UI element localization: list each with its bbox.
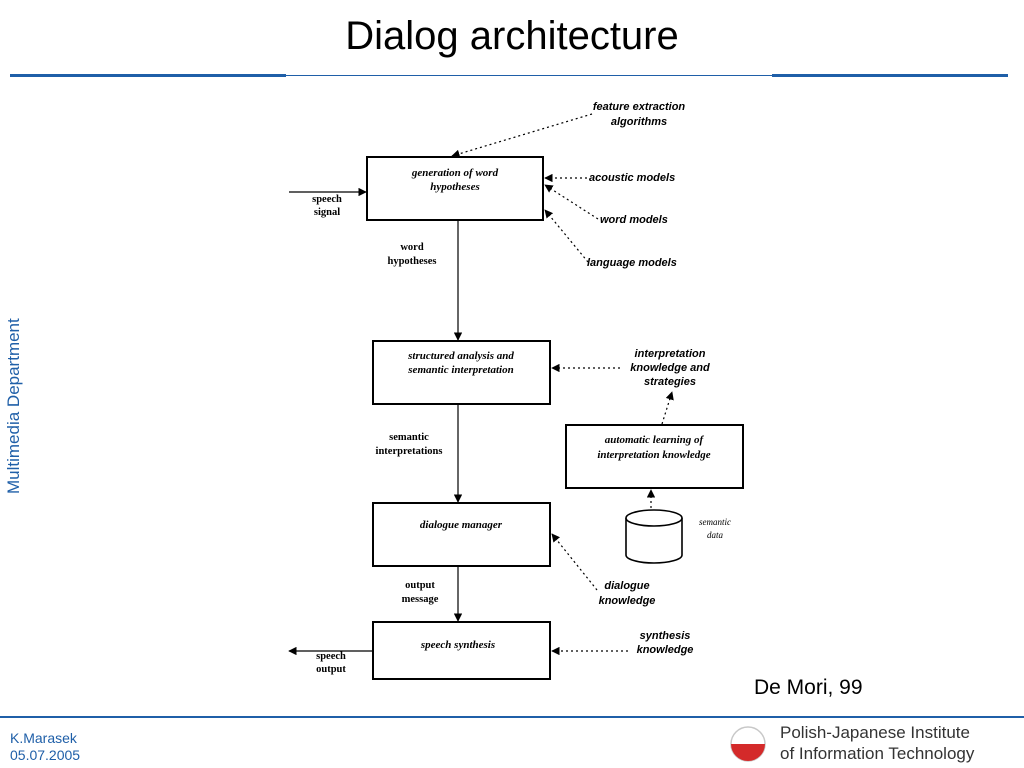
speech-synthesis-box: [372, 621, 551, 680]
learning-box: [565, 424, 744, 489]
learning-label-1: automatic learning of: [605, 434, 705, 446]
footer-author: K.Marasek: [10, 730, 77, 746]
word-models-label: word models: [600, 214, 668, 226]
structured-analysis-box: [372, 340, 551, 405]
dialogue-manager-label: dialogue manager: [420, 519, 503, 531]
acoustic-models-label: acoustic models: [589, 172, 675, 184]
arrow-learning-to-knowledge: [661, 391, 674, 425]
semantic-interpretations-label-1: semantic: [389, 432, 429, 443]
speech-output-label-2: output: [316, 664, 346, 675]
interpretation-knowledge-label-1: interpretation: [635, 348, 706, 360]
semantic-interpretations-label-2: interpretations: [376, 446, 443, 457]
semantic-data-label-1: semantic: [699, 517, 731, 527]
interpretation-knowledge-label-3: strategies: [644, 376, 696, 388]
header-rule-left: [10, 74, 286, 77]
synthesis-knowledge-label-2: knowledge: [637, 644, 694, 656]
footer-rule: [0, 716, 1024, 718]
output-message-label-2: message: [402, 594, 439, 605]
institute-name: Polish-Japanese Institute of Information…: [780, 722, 974, 764]
header-rule-center: [286, 75, 772, 76]
feature-extraction-label-2: algorithms: [611, 116, 667, 128]
word-hypotheses-label-1: word: [400, 242, 423, 253]
language-models-label: language models: [587, 257, 677, 269]
interpretation-knowledge-label-2: knowledge and: [630, 362, 710, 374]
arrow-dialogue-knowledge: [551, 533, 598, 591]
dialogue-knowledge-label-1: dialogue: [604, 580, 649, 592]
synthesis-knowledge-label-1: synthesis: [640, 630, 691, 642]
arrow-language-models: [544, 209, 589, 263]
generation-label-1: generation of word: [411, 167, 499, 179]
speech-synthesis-label: speech synthesis: [420, 639, 495, 651]
header-rule-right: [772, 74, 1008, 77]
institute-line-1: Polish-Japanese Institute: [780, 723, 970, 742]
generation-label-2: hypotheses: [430, 181, 480, 193]
dialogue-manager-box: [372, 502, 551, 567]
database-icon: [625, 509, 683, 564]
learning-label-2: interpretation knowledge: [597, 449, 710, 461]
output-message-label-1: output: [405, 580, 435, 591]
speech-signal-label-2: signal: [314, 207, 340, 218]
arrow-feature-extraction: [451, 113, 593, 158]
footer-date: 05.07.2005: [10, 747, 81, 763]
speech-output-label-1: speech: [316, 651, 346, 662]
structured-label-1: structured analysis and: [407, 350, 514, 362]
generation-box: [366, 156, 544, 221]
semantic-data-label-2: data: [707, 530, 724, 540]
institute-logo-icon: [730, 726, 766, 762]
institute-line-2: of Information Technology: [780, 744, 975, 763]
arrow-word-models: [544, 184, 599, 220]
dialogue-knowledge-label-2: knowledge: [599, 595, 656, 607]
structured-label-2: semantic interpretation: [407, 364, 513, 376]
slide-title: Dialog architecture: [345, 14, 679, 58]
speech-signal-label-1: speech: [312, 194, 342, 205]
source-credit: De Mori, 99: [754, 676, 863, 699]
feature-extraction-label-1: feature extraction: [593, 101, 686, 113]
word-hypotheses-label-2: hypotheses: [387, 256, 436, 267]
